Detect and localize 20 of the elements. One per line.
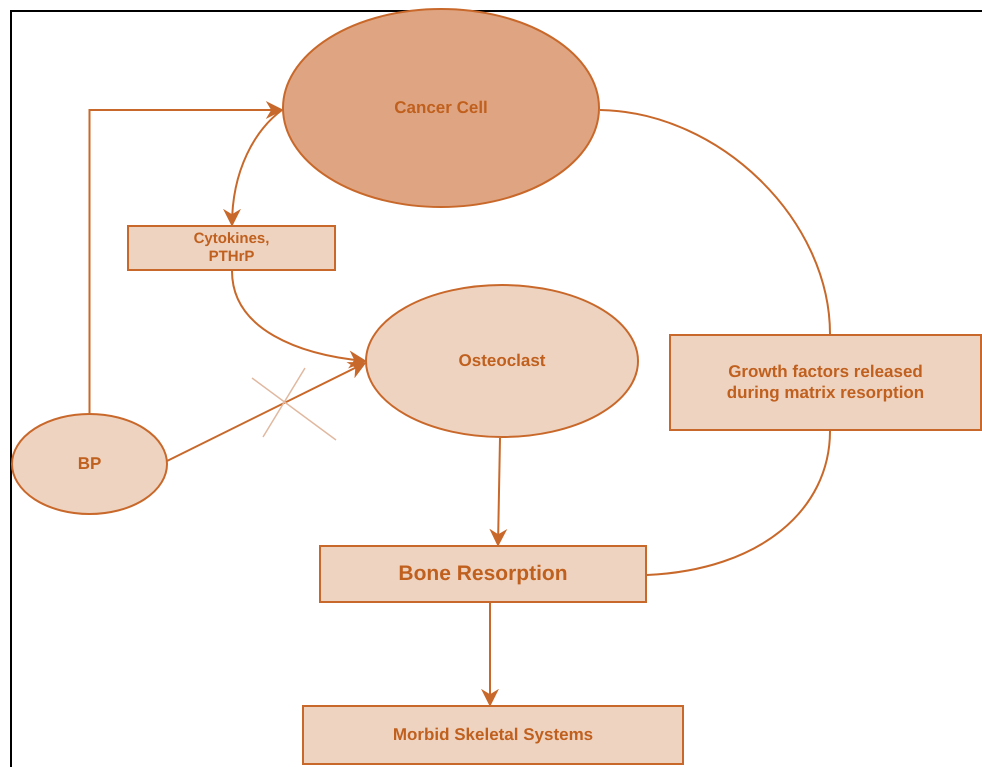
- ellipse-node: [11, 413, 168, 515]
- arrow: [231, 270, 367, 368]
- arrow: [481, 603, 499, 707]
- node-label: Morbid Skeletal Systems: [392, 724, 594, 746]
- arrow: [489, 438, 508, 547]
- node-label: Growth factors released during matrix resorption: [726, 362, 926, 403]
- ellipse-node: [282, 8, 600, 208]
- node-label: Cancer Cell: [394, 98, 488, 118]
- process-box: [302, 705, 684, 765]
- node-label: Cytokines, PTHrP: [192, 230, 270, 266]
- process-box: [127, 225, 336, 271]
- process-box: [319, 545, 647, 603]
- arrow: [88, 101, 284, 413]
- node-label: BP: [78, 454, 102, 474]
- ellipse-node: [365, 284, 639, 438]
- arrow: [166, 362, 367, 462]
- node-label: Bone Resorption: [398, 561, 568, 587]
- node-label: Osteoclast: [458, 350, 546, 372]
- arrow: [224, 109, 283, 227]
- process-box: [669, 334, 982, 431]
